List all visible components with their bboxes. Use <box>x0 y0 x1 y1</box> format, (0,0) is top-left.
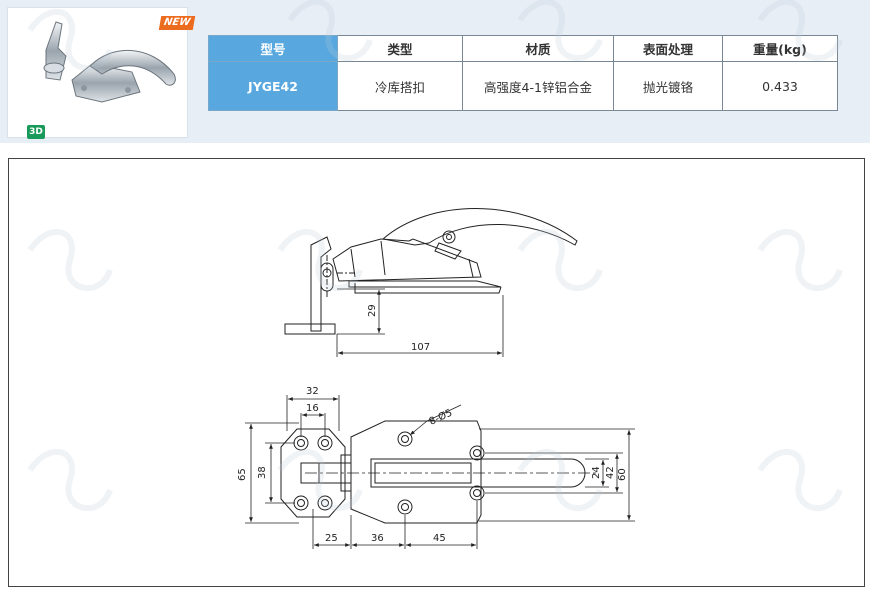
header-surface: 表面处理 <box>613 35 723 62</box>
dim-holes-label: 8-Ø5 <box>427 407 454 428</box>
dim-length-25: 25 <box>325 533 338 544</box>
side-view <box>284 208 578 335</box>
dim-height-24: 24 <box>591 466 602 479</box>
dim-width-32: 32 <box>306 386 319 397</box>
spec-table-row: JYGE42 冷库搭扣 高强度4-1锌铝合金 抛光镀铬 0.433 <box>208 61 838 111</box>
technical-drawing-frame: 29 107 <box>8 158 865 587</box>
product-photo <box>43 21 176 103</box>
cell-weight: 0.433 <box>722 61 838 111</box>
dim-height-60: 60 <box>617 468 628 481</box>
header-type: 类型 <box>337 35 463 62</box>
spec-table: 型号 类型 材质 表面处理 重量(kg) JYGE42 冷库搭扣 高强度4-1锌… <box>208 35 838 111</box>
header-material: 材质 <box>462 35 614 62</box>
dim-height-42: 42 <box>605 466 616 479</box>
front-view <box>280 420 599 524</box>
3d-view-badge[interactable]: 3D <box>27 125 45 139</box>
front-view-dimensions <box>245 395 635 549</box>
spec-table-header-row: 型号 类型 材质 表面处理 重量(kg) <box>208 35 838 62</box>
cell-surface: 抛光镀铬 <box>613 61 723 111</box>
product-thumbnail-card[interactable]: NEW 3D <box>7 7 196 139</box>
cell-material: 高强度4-1锌铝合金 <box>462 61 614 111</box>
cell-type: 冷库搭扣 <box>337 61 463 111</box>
header-weight: 重量(kg) <box>722 35 838 62</box>
dim-width-16: 16 <box>306 403 319 414</box>
dim-height-29: 29 <box>367 304 378 317</box>
dim-length-36: 36 <box>371 533 384 544</box>
technical-drawing: 29 107 <box>237 208 635 549</box>
header-model: 型号 <box>208 35 338 62</box>
dim-height-38: 38 <box>257 466 268 479</box>
dim-height-65: 65 <box>237 468 248 481</box>
dim-length-107: 107 <box>411 342 430 353</box>
side-view-dimensions <box>336 288 504 357</box>
cell-model: JYGE42 <box>208 61 338 111</box>
dim-length-45: 45 <box>433 533 446 544</box>
